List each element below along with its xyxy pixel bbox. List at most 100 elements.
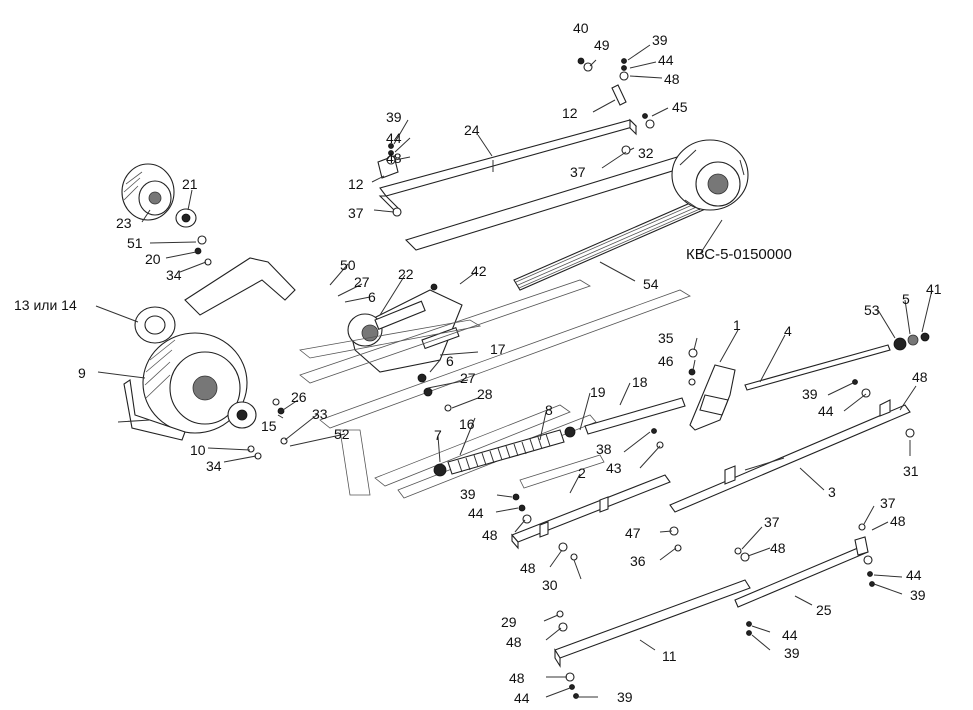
label-12: 12	[562, 105, 578, 121]
label-16: 16	[459, 416, 475, 432]
label-48: 48	[482, 527, 498, 543]
label-52: 52	[334, 426, 350, 442]
label-44: 44	[906, 567, 922, 583]
label-29: 29	[501, 614, 517, 630]
label-48: 48	[509, 670, 525, 686]
label-39: 39	[386, 109, 402, 125]
label-24: 24	[464, 122, 480, 138]
label-26: 26	[291, 389, 307, 405]
label-12: 12	[348, 176, 364, 192]
slat-11	[554, 579, 751, 668]
label-8: 8	[545, 402, 553, 418]
label-9: 9	[78, 365, 86, 381]
label-3: 3	[828, 484, 836, 500]
label-27: 27	[460, 370, 476, 386]
label-44: 44	[386, 130, 402, 146]
hub-21	[175, 208, 197, 228]
label-43: 43	[606, 460, 622, 476]
label-39: 39	[910, 587, 926, 603]
label-20: 20	[145, 251, 161, 267]
label-37: 37	[570, 164, 586, 180]
label-7: 7	[434, 427, 442, 443]
label-48: 48	[770, 540, 786, 556]
label-37: 37	[348, 205, 364, 221]
label-17: 17	[490, 341, 506, 357]
rod-18	[584, 397, 686, 435]
label-37: 37	[880, 495, 896, 511]
label-40: 40	[573, 20, 589, 36]
label-41: 41	[926, 281, 942, 297]
label-4: 4	[784, 323, 792, 339]
label-37: 37	[764, 514, 780, 530]
label-33: 33	[312, 406, 328, 422]
part-labels: 40 49 39 44 48 12 45 32 37 24 39 44 48 1…	[14, 20, 942, 706]
shaft-4	[744, 344, 891, 391]
label-39: 39	[802, 386, 818, 402]
fasteners	[194, 57, 915, 699]
label-47: 47	[625, 525, 641, 541]
bearing-13	[134, 306, 176, 344]
label-35: 35	[658, 330, 674, 346]
pulley-23	[121, 163, 175, 221]
slat-2	[511, 474, 671, 550]
label-39: 39	[652, 32, 668, 48]
pulley-9	[123, 332, 248, 441]
label-44: 44	[514, 690, 530, 706]
label-21: 21	[182, 176, 198, 192]
label-13-or-14: 13 или 14	[14, 297, 77, 313]
label-48: 48	[386, 150, 402, 166]
label-50: 50	[340, 257, 356, 273]
slat-3	[669, 399, 911, 513]
label-31: 31	[903, 463, 919, 479]
label-39: 39	[460, 486, 476, 502]
label-51: 51	[127, 235, 143, 251]
label-11: 11	[662, 648, 677, 664]
frame-outline	[299, 279, 691, 499]
label-54: 54	[643, 276, 659, 292]
leader-lines	[95, 44, 933, 698]
bracket-1	[689, 364, 736, 431]
label-18: 18	[632, 374, 648, 390]
label-46: 46	[658, 353, 674, 369]
label-30: 30	[542, 577, 558, 593]
label-28: 28	[477, 386, 493, 402]
label-48: 48	[890, 513, 906, 529]
label-36: 36	[630, 553, 646, 569]
label-10: 10	[190, 442, 206, 458]
label-44: 44	[468, 505, 484, 521]
label-48: 48	[506, 634, 522, 650]
label-48: 48	[664, 71, 680, 87]
label-23: 23	[116, 215, 132, 231]
label-2: 2	[578, 465, 586, 481]
part-24-beam	[378, 118, 638, 213]
label-27: 27	[354, 274, 370, 290]
label-49: 49	[594, 37, 610, 53]
label-45: 45	[672, 99, 688, 115]
assembly-code: КВС-5-0150000	[686, 246, 792, 263]
tensioner-22	[347, 289, 463, 373]
label-25: 25	[816, 602, 832, 618]
label-38: 38	[596, 441, 612, 457]
label-19: 19	[590, 384, 606, 400]
label-39: 39	[784, 645, 800, 661]
label-1: 1	[733, 317, 741, 333]
label-32: 32	[638, 145, 654, 161]
label-5: 5	[902, 291, 910, 307]
pulley-kvs	[671, 139, 749, 211]
label-6: 6	[446, 353, 454, 369]
label-15: 15	[261, 418, 277, 434]
spring-16	[433, 426, 576, 477]
label-34: 34	[206, 458, 222, 474]
label-44: 44	[782, 627, 798, 643]
label-53: 53	[864, 302, 880, 318]
nuts-41-5-53	[893, 332, 930, 351]
label-6: 6	[368, 289, 376, 305]
label-22: 22	[398, 266, 414, 282]
slat-25	[734, 536, 869, 608]
belt-loop	[184, 257, 296, 316]
label-34: 34	[166, 267, 182, 283]
label-44: 44	[658, 52, 674, 68]
label-39: 39	[617, 689, 633, 705]
label-44: 44	[818, 403, 834, 419]
